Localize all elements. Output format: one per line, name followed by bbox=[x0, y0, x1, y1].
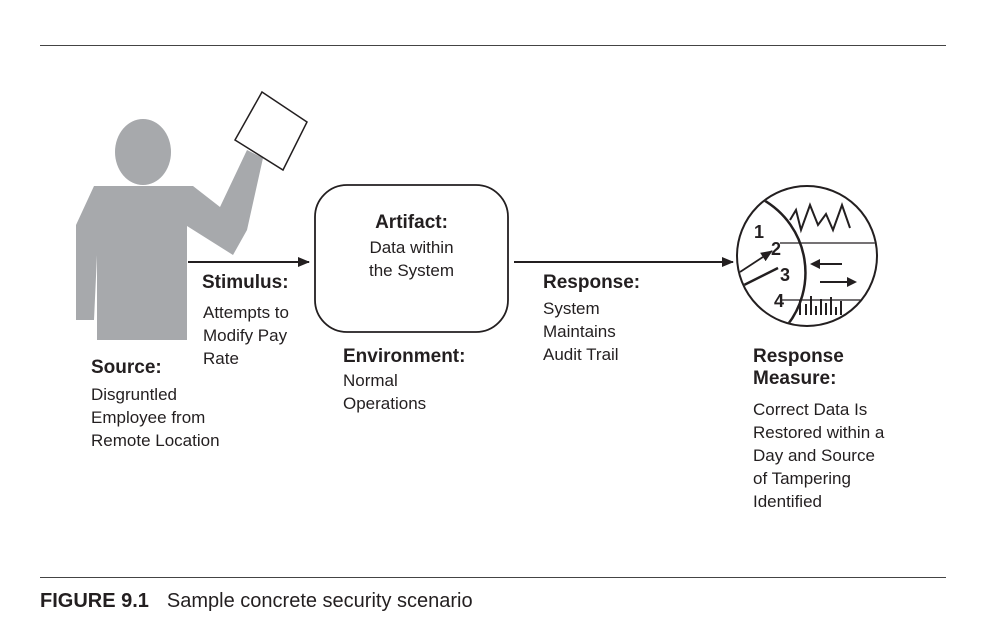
response-measure-line: Correct Data Is bbox=[753, 400, 868, 419]
source-line: Disgruntled bbox=[91, 385, 177, 404]
top-rule bbox=[40, 45, 946, 46]
response-measure-line: Day and Source bbox=[753, 446, 875, 465]
response-heading: Response: bbox=[543, 272, 641, 293]
response-text: System Maintains Audit Trail bbox=[543, 297, 619, 366]
response-measure-line: of Tampering bbox=[753, 469, 851, 488]
response-measure-heading-line: Measure: bbox=[753, 368, 837, 389]
source-text: Disgruntled Employee from Remote Locatio… bbox=[91, 383, 220, 452]
response-measure-text: Correct Data Is Restored within a Day an… bbox=[753, 398, 884, 513]
stimulus-line: Rate bbox=[203, 349, 239, 368]
artifact-text: Data within the System bbox=[315, 236, 508, 282]
response-line: Maintains bbox=[543, 322, 616, 341]
person-icon bbox=[76, 119, 263, 340]
bottom-rule bbox=[40, 577, 946, 578]
response-measure-line: Restored within a bbox=[753, 423, 885, 442]
paper-icon bbox=[233, 90, 308, 172]
environment-line: Normal bbox=[343, 371, 398, 390]
environment-text: Normal Operations bbox=[343, 369, 426, 415]
dial-number-1: 1 bbox=[754, 222, 764, 242]
response-line: System bbox=[543, 299, 600, 318]
dial-number-2: 2 bbox=[771, 239, 781, 259]
stimulus-line: Modify Pay bbox=[203, 326, 288, 345]
artifact-box bbox=[314, 184, 509, 333]
source-line: Remote Location bbox=[91, 431, 220, 450]
figure-title: Sample concrete security scenario bbox=[166, 590, 473, 612]
stimulus-heading: Stimulus: bbox=[202, 272, 289, 293]
stimulus-line: Attempts to bbox=[203, 303, 289, 322]
artifact-heading: Artifact: bbox=[375, 212, 448, 233]
dial-number-4: 4 bbox=[774, 291, 784, 311]
environment-line: Operations bbox=[343, 394, 427, 413]
response-measure-heading-line: Response bbox=[753, 346, 844, 367]
source-line: Employee from bbox=[91, 408, 206, 427]
response-line: Audit Trail bbox=[543, 345, 619, 364]
measurement-dial-icon: 1 2 3 4 bbox=[736, 185, 878, 327]
figure-caption: FIGURE 9.1 Sample concrete security scena… bbox=[40, 590, 473, 613]
dial-number-3: 3 bbox=[780, 265, 790, 285]
artifact-line: the System bbox=[368, 261, 455, 280]
source-heading: Source: bbox=[91, 357, 162, 378]
response-measure-heading: Response Measure: bbox=[753, 346, 844, 390]
stimulus-text: Attempts to Modify Pay Rate bbox=[203, 301, 289, 370]
artifact-line: Data within bbox=[369, 238, 454, 257]
figure-number: FIGURE 9.1 bbox=[40, 590, 149, 612]
response-measure-line: Identified bbox=[753, 492, 822, 511]
environment-heading: Environment: bbox=[343, 346, 466, 367]
